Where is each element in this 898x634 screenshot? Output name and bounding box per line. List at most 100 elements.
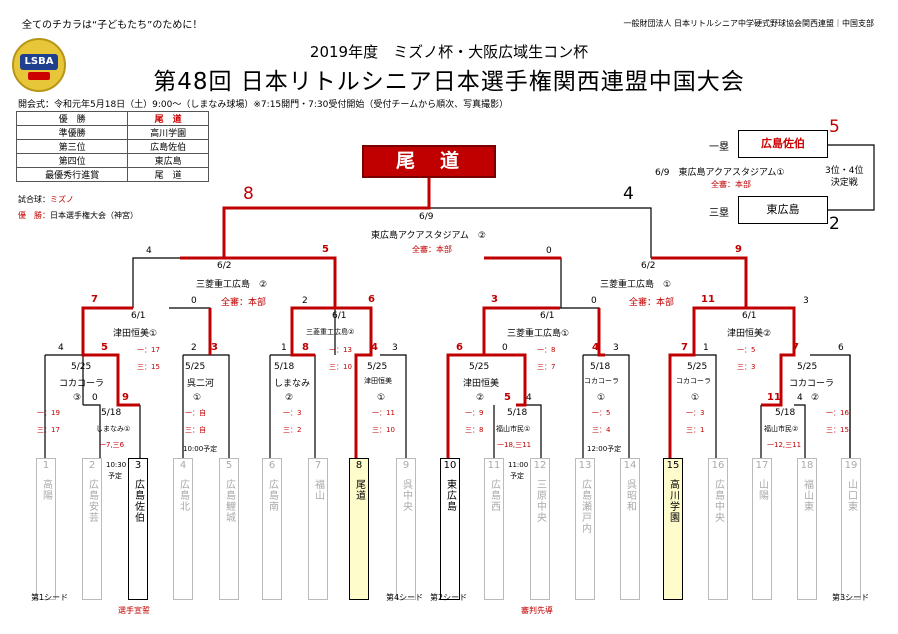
bracket-text: 一：17	[137, 346, 160, 354]
bracket-text: 10:00予定	[183, 445, 218, 453]
slot-number: 16	[711, 460, 725, 471]
bracket-text: ②	[811, 393, 820, 403]
slot-number: 15	[666, 460, 680, 471]
third-place-game-label: 3位・4位 決定戦	[825, 166, 864, 188]
bracket-text: 0	[591, 296, 597, 306]
team-name: 尾道	[353, 479, 365, 501]
bracket-text: コカコーラ	[789, 379, 835, 389]
bracket-text: 6/1	[540, 311, 555, 321]
team-name: 高川学園	[667, 479, 679, 523]
bracket-text: 一：5	[592, 409, 611, 417]
bracket-text: 一：11	[372, 409, 395, 417]
team-slot: 1 高陽	[36, 458, 56, 600]
bracket-text: 3	[491, 294, 498, 305]
bracket-text: 全審：本部	[221, 298, 267, 308]
bracket-text: 3	[211, 342, 218, 353]
bracket-text: ①	[193, 393, 202, 403]
bracket-text: 三：7	[537, 363, 556, 371]
bracket-text: 4	[371, 342, 378, 353]
bracket-text: 4	[58, 343, 64, 353]
bracket-text: 10:30	[106, 461, 127, 469]
bracket-text: 7	[792, 342, 799, 353]
bracket-text: 4	[797, 393, 803, 403]
bracket-text: 0	[92, 393, 98, 403]
bracket-text: 5/25	[367, 362, 388, 372]
team-name: 広島北	[177, 479, 189, 512]
bracket-text: コカコーラ	[584, 377, 619, 385]
bracket-text: コカコーラ	[59, 379, 105, 389]
results-value: 尾 道	[127, 167, 209, 182]
bracket-text: 9	[122, 392, 129, 403]
bracket-text: 三菱重工広島②	[306, 328, 355, 336]
slot-number: 17	[755, 460, 769, 471]
bracket-text: 一：3	[283, 409, 302, 417]
bracket-text: 全審：本部	[629, 298, 675, 308]
bracket-text: 一：19	[37, 409, 60, 417]
bracket-text: 6/2	[217, 261, 232, 271]
oath-label: 選手宣誓	[118, 606, 150, 615]
main-title: 第48回 日本リトルシニア日本選手権関西連盟中国大会	[153, 69, 745, 95]
third-place-top-score: 5	[829, 117, 840, 137]
bracket-text: 予定	[108, 472, 122, 480]
seed-3-label: 第3シード	[832, 593, 870, 602]
final-venue: 東広島アクアスタジアム ②	[371, 231, 486, 241]
results-table: 優 勝尾 道準優勝高川学園第三位広島佐伯第四位東広島最優秀行進賞尾 道	[15, 111, 209, 182]
team-name: 高陽	[40, 479, 52, 501]
bracket-text: 1	[703, 343, 709, 353]
lsba-logo: LSBA	[12, 38, 66, 92]
champion-box: 尾 道	[362, 145, 496, 178]
third-place-bottom-label: 三塁	[709, 208, 729, 219]
bracket-text: 12:00予定	[587, 445, 622, 453]
bracket-text: 一：16	[826, 409, 849, 417]
bracket-text: 三菱重工広島 ①	[600, 280, 672, 290]
slot-number: 4	[179, 460, 187, 471]
bracket-text: 7	[681, 342, 688, 353]
bracket-text: 三：17	[37, 426, 60, 434]
slot-number: 13	[578, 460, 592, 471]
bracket-text: 0	[546, 246, 552, 256]
bracket-text: 5/18	[101, 408, 122, 418]
bracket-text: ③	[73, 393, 82, 403]
bracket-text: 三：4	[592, 426, 611, 434]
team-slot: 11 広島西	[484, 458, 504, 600]
bracket-text: 5	[101, 342, 108, 353]
results-row: 準優勝高川学園	[15, 125, 209, 140]
bracket-text: 4	[146, 246, 152, 256]
slot-number: 12	[533, 460, 547, 471]
bracket-text: 6/1	[742, 311, 757, 321]
slot-number: 1	[42, 460, 50, 471]
team-name: 広島西	[488, 479, 500, 512]
seed-2-label: 第2シード	[430, 593, 468, 602]
slogan: 全てのチカラは“子どもたち”のために！	[22, 20, 203, 31]
third-place-top-label: 一塁	[709, 142, 729, 153]
final-left-score: 8	[243, 184, 254, 204]
final-umpire: 全審：本部	[412, 245, 452, 254]
bracket-text: 一：3	[686, 409, 705, 417]
bracket-text: 5	[322, 244, 329, 255]
results-row: 最優秀行進賞尾 道	[15, 167, 209, 182]
team-name: 福山東	[801, 479, 813, 512]
team-name: 広島佐伯	[132, 479, 144, 523]
bracket-text: 2	[302, 296, 308, 306]
bracket-text: 4	[592, 342, 599, 353]
slot-number: 9	[402, 460, 410, 471]
bracket-text: 0	[191, 296, 197, 306]
team-name: 山陽	[756, 479, 768, 501]
slot-number: 11	[487, 460, 501, 471]
bracket-text: 三：自	[185, 426, 206, 434]
bracket-text: 呉二河	[187, 379, 215, 389]
slot-number: 19	[844, 460, 858, 471]
bracket-text: 11	[767, 392, 781, 403]
right-semi-winner-line	[651, 256, 748, 458]
year-title: 2019年度 ミズノ杯・大阪広域生コン杯	[309, 43, 589, 61]
bracket-text: ②	[285, 393, 294, 403]
champion-name: 尾 道	[395, 150, 462, 172]
bracket-text: 津田恒美	[463, 379, 500, 389]
bracket-text: 三菱重工広島①	[507, 329, 570, 339]
